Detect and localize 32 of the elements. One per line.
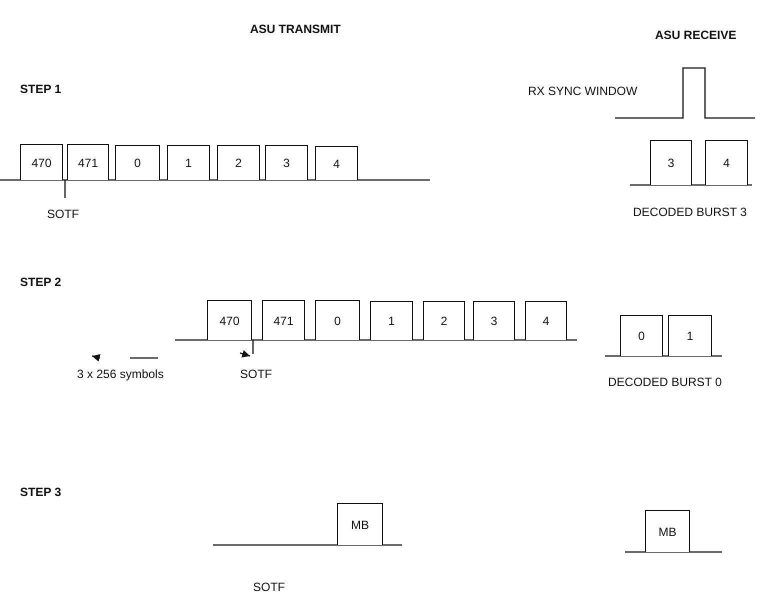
- annotation-label: SOTF: [47, 207, 79, 221]
- burst-box: MB: [645, 510, 690, 552]
- burst-box: 471: [262, 300, 305, 340]
- burst-box: 471: [67, 144, 109, 180]
- section-heading: ASU TRANSMIT: [250, 22, 341, 36]
- burst-box: 1: [370, 301, 413, 340]
- section-heading: STEP 1: [20, 82, 62, 96]
- burst-box: 470: [20, 144, 63, 180]
- burst-box: 0: [315, 300, 360, 340]
- burst-box: 1: [668, 315, 712, 356]
- section-heading: STEP 2: [20, 275, 62, 289]
- burst-box: 0: [115, 145, 160, 180]
- burst-box: 470: [207, 300, 252, 340]
- burst-box: 3: [473, 301, 515, 340]
- burst-box: 4: [525, 301, 567, 340]
- section-heading: STEP 3: [20, 485, 62, 499]
- burst-box: 4: [315, 146, 358, 180]
- annotation-label: DECODED BURST 0: [608, 375, 722, 389]
- annotation-label: 3 x 256 symbols: [77, 367, 164, 381]
- burst-box: 0: [620, 315, 663, 356]
- burst-box: MB: [337, 503, 383, 545]
- burst-box: 2: [217, 145, 260, 180]
- annotation-label: SOTF: [253, 580, 285, 594]
- annotation-label: SOTF: [240, 367, 272, 381]
- annotation-label: DECODED BURST 3: [633, 205, 747, 219]
- annotation-label: RX SYNC WINDOW: [528, 84, 638, 98]
- burst-box: 3: [265, 145, 308, 180]
- burst-box: 2: [423, 301, 465, 340]
- burst-box: 1: [167, 145, 210, 180]
- burst-box: 3: [650, 140, 692, 185]
- section-heading: ASU RECEIVE: [655, 28, 736, 42]
- burst-box: 4: [705, 140, 748, 185]
